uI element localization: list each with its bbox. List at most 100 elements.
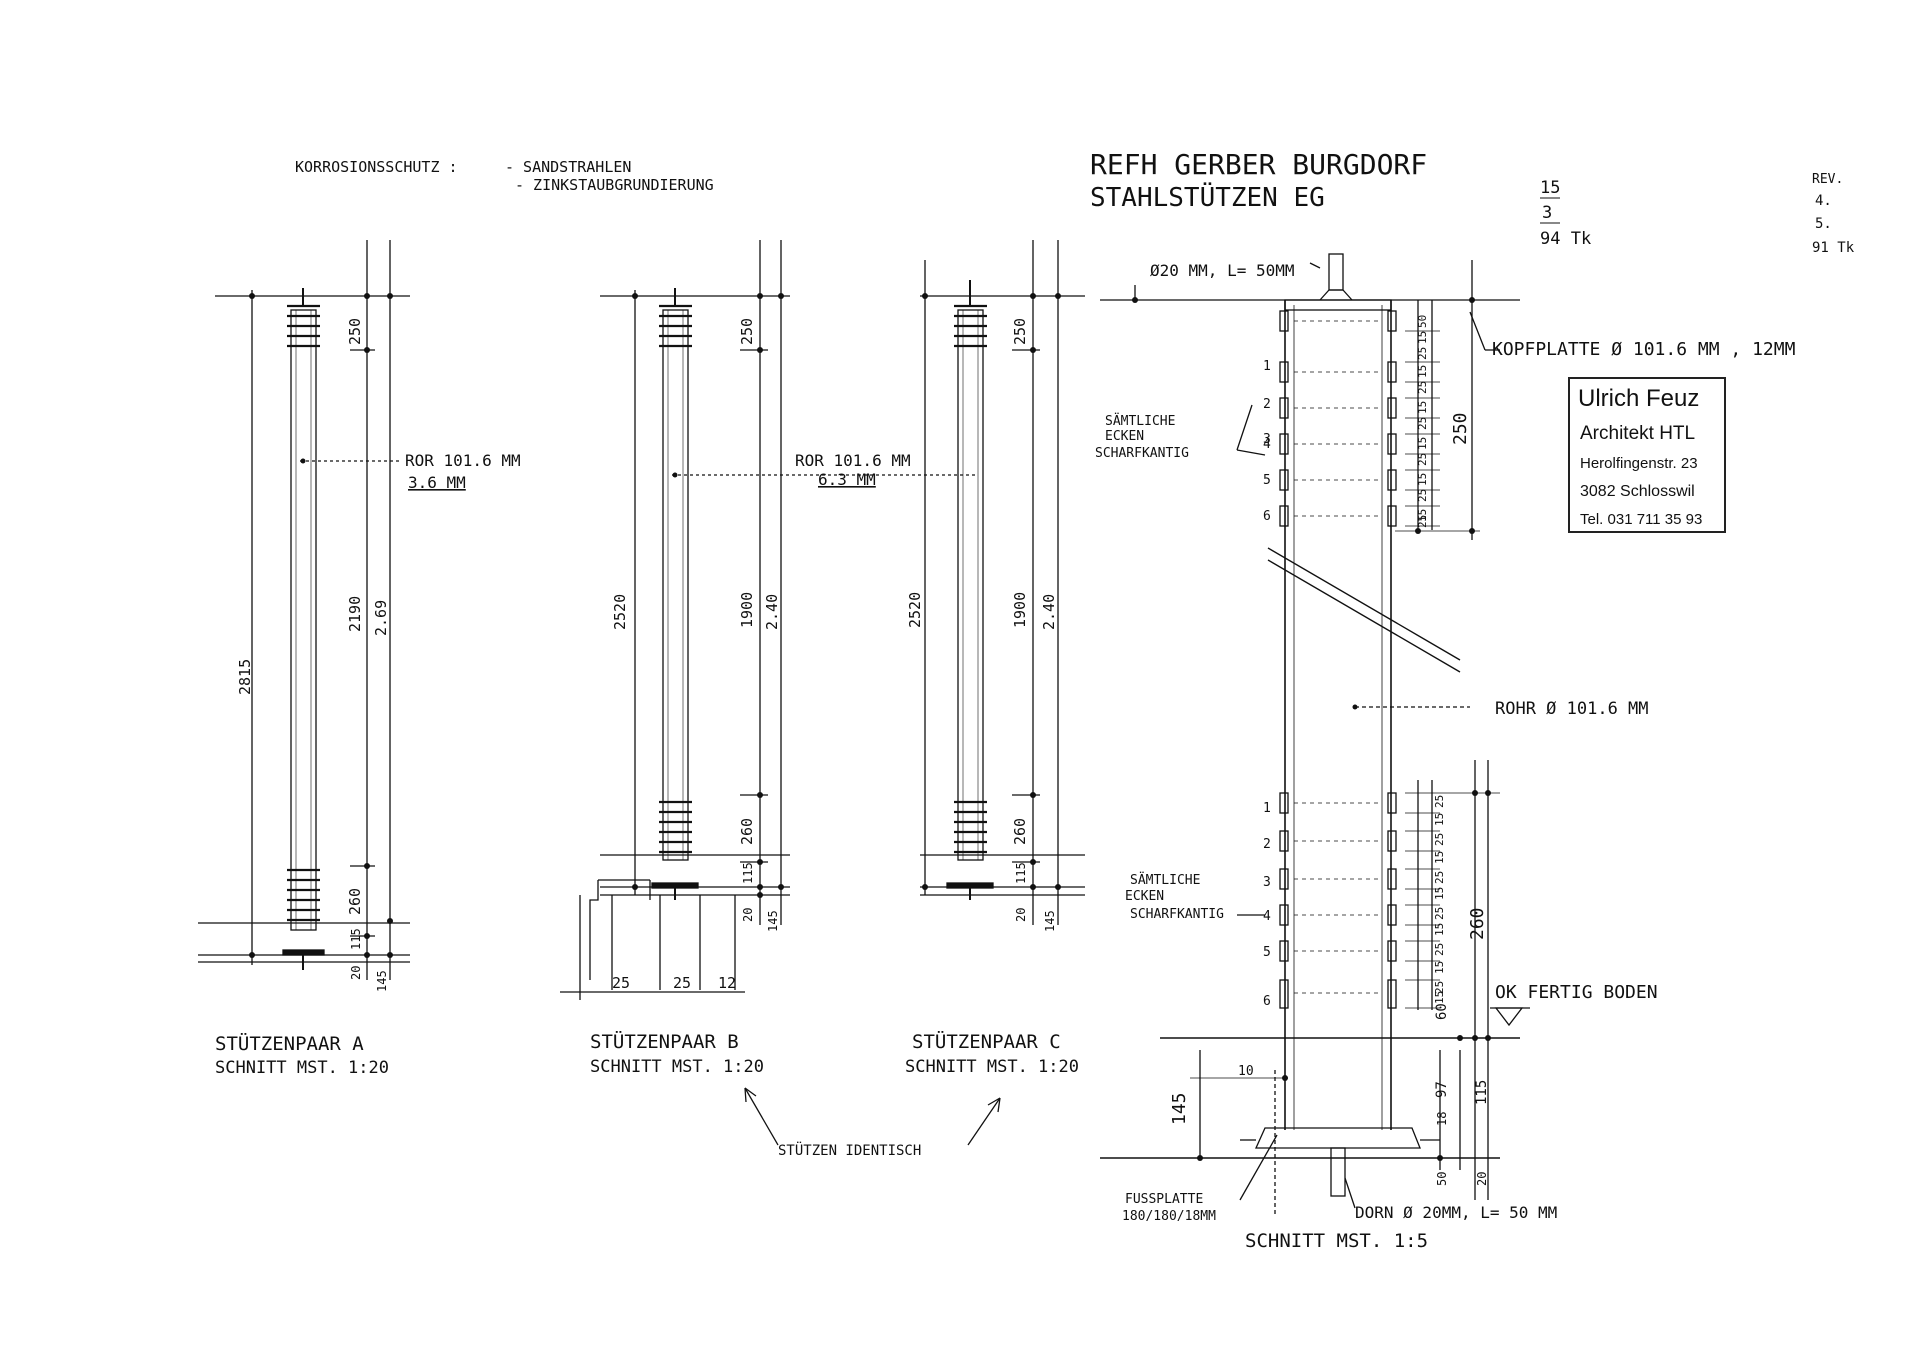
stamp-phone: Tel. 031 711 35 93 xyxy=(1580,511,1703,528)
column-a-dim-mid: 2190 xyxy=(346,596,364,632)
column-c-dim-115: 115 xyxy=(1014,862,1028,884)
column-a-dim-level: 2.69 xyxy=(372,600,390,636)
detail-dimension-top: 25 xyxy=(1416,515,1429,528)
detail-drawing xyxy=(1100,253,1530,1215)
column-a-caption-1: STÜTZENPAAR A xyxy=(215,1032,364,1055)
stamp-street: Herolfingenstr. 23 xyxy=(1580,455,1698,472)
detail-dim-115: 115 xyxy=(1474,1080,1490,1105)
detail-dimension-top: 15 xyxy=(1416,331,1429,344)
detail-floor: OK FERTIG BODEN xyxy=(1495,982,1658,1003)
column-c-caption-1: STÜTZENPAAR C xyxy=(912,1030,1061,1053)
identical-arrows xyxy=(744,1087,1001,1146)
detail-rib-number-top: 6 xyxy=(1263,509,1271,524)
detail-dimension-bottom: 25 xyxy=(1433,795,1446,808)
detail-rib-numbers-top: 1 2 34 5 6 xyxy=(1263,359,1271,524)
detail-rib-number-bottom: 6 xyxy=(1263,994,1271,1009)
column-c-dim-total: 2520 xyxy=(906,592,924,628)
detail-dimension-top: 15 xyxy=(1416,509,1429,522)
column-c-dim-level: 2.40 xyxy=(1040,594,1058,630)
column-b-base-12: 12 xyxy=(718,974,736,992)
detail-rib-number-bottom: 1 xyxy=(1263,801,1271,816)
column-b-dim-145: 145 xyxy=(766,910,780,932)
detail-dimension-top: 25 xyxy=(1416,381,1429,394)
column-b-base-25a: 25 xyxy=(612,974,630,992)
revision-1: 4. xyxy=(1815,193,1832,209)
detail-pipe: ROHR Ø 101.6 MM xyxy=(1495,699,1649,719)
detail-dimension-top: 15 xyxy=(1416,401,1429,414)
detail-dimension-bottom: 15 xyxy=(1433,923,1446,936)
revision-3: 91 Tk xyxy=(1812,240,1855,256)
detail-dimension-bottom: 25 xyxy=(1433,943,1446,956)
detail-dimension-top: 25 xyxy=(1416,417,1429,430)
detail-rib-number-top: 2 xyxy=(1263,397,1271,412)
detail-dim-10: 10 xyxy=(1238,1064,1254,1079)
column-b-base-25b: 25 xyxy=(673,974,691,992)
column-b-caption-2: SCHNITT MST. 1:20 xyxy=(590,1057,764,1077)
stamp-name: Ulrich Feuz xyxy=(1578,385,1700,412)
column-c-caption-2: SCHNITT MST. 1:20 xyxy=(905,1057,1079,1077)
detail-rib-number-bottom: 2 xyxy=(1263,837,1271,852)
corrosion-label: KORROSIONSSCHUTZ : xyxy=(295,158,458,176)
detail-dimension-top: 25 xyxy=(1416,489,1429,502)
detail-dimension-bottom: 25 xyxy=(1433,981,1446,994)
detail-dim-20: 20 xyxy=(1475,1172,1489,1186)
detail-dimension-top: 15 xyxy=(1416,437,1429,450)
column-c-dim-20: 20 xyxy=(1014,908,1028,922)
detail-dim-60: 60 xyxy=(1434,1003,1450,1020)
column-a-drawing xyxy=(198,240,410,980)
detail-rib-number-top: 4 xyxy=(1263,437,1271,452)
detail-corners-top-2: ECKEN xyxy=(1105,429,1144,444)
drawing-title: STAHLSTÜTZEN EG xyxy=(1090,181,1325,213)
detail-dimension-bottom: 15 xyxy=(1433,887,1446,900)
identical-note: STÜTZEN IDENTISCH xyxy=(778,1141,921,1159)
detail-dimension-top: 50 xyxy=(1416,315,1429,328)
column-b-dim-mid: 1900 xyxy=(738,592,756,628)
project-title: REFH GERBER BURGDORF xyxy=(1090,148,1427,181)
column-a-pipe-1: ROR 101.6 MM xyxy=(405,451,521,470)
column-b-dim-top: 250 xyxy=(738,318,756,345)
detail-rib-number-bottom: 4 xyxy=(1263,909,1271,924)
stamp-profession: Architekt HTL xyxy=(1580,423,1696,444)
revision-label: REV. xyxy=(1812,172,1843,187)
detail-pin-bottom: DORN Ø 20MM, L= 50 MM xyxy=(1355,1203,1557,1222)
detail-rib-number-top: 5 xyxy=(1263,473,1271,488)
column-b-dim-115: 115 xyxy=(741,862,755,884)
detail-dim-145: 145 xyxy=(1169,1092,1190,1125)
detail-dimension-top: 25 xyxy=(1416,453,1429,466)
detail-pin-top: Ø20 MM, L= 50MM xyxy=(1150,261,1295,280)
column-c-drawing xyxy=(920,240,1085,925)
column-b-drawing xyxy=(560,240,975,1000)
detail-dim-97: 97 xyxy=(1434,1081,1450,1098)
detail-dimension-bottom: 15 xyxy=(1433,813,1446,826)
column-a-dim-top: 250 xyxy=(346,318,364,345)
detail-rib-number-top: 3 xyxy=(1263,432,1271,447)
column-a-dim-total: 2815 xyxy=(236,659,254,695)
detail-head-plate: KOPFPLATTE Ø 101.6 MM , 12MM xyxy=(1492,339,1796,360)
detail-dimension-top: 15 xyxy=(1416,365,1429,378)
detail-dimension-bottom: 15 xyxy=(1433,961,1446,974)
column-b-dim-bottom: 260 xyxy=(738,818,756,845)
detail-dimension-bottom: 15 xyxy=(1433,851,1446,864)
detail-rib-number-bottom: 3 xyxy=(1263,875,1271,890)
detail-corners-bottom-2: ECKEN xyxy=(1125,889,1164,904)
column-a-dim-115: 115 xyxy=(349,928,363,950)
detail-corners-bottom-1: SÄMTLICHE xyxy=(1130,872,1200,888)
column-c-dim-mid: 1900 xyxy=(1011,592,1029,628)
date-day: 15 xyxy=(1540,178,1560,198)
corrosion-item-2: - ZINKSTAUBGRUNDIERUNG xyxy=(515,176,714,194)
column-a-pipe-2: 3.6 MM xyxy=(408,473,466,492)
column-a-dim-145: 145 xyxy=(375,970,389,992)
detail-dimension-bottom: 15 xyxy=(1433,991,1446,1004)
detail-rib-numbers-bottom: 1 2 3 4 5 6 xyxy=(1263,801,1271,1009)
detail-top-total: 250 xyxy=(1450,412,1471,445)
revision-2: 5. xyxy=(1815,216,1832,232)
detail-rib-number-bottom: 5 xyxy=(1263,945,1271,960)
column-a-dim-20: 20 xyxy=(349,966,363,980)
detail-rib-number-top: 1 xyxy=(1263,359,1271,374)
column-b-dim-level: 2.40 xyxy=(763,594,781,630)
column-c-dim-bottom: 260 xyxy=(1011,818,1029,845)
architect-stamp: Ulrich Feuz Architekt HTL Herolfingenstr… xyxy=(1568,377,1726,533)
column-b-pipe-1: ROR 101.6 MM xyxy=(795,451,911,470)
detail-dim-18: 18 xyxy=(1435,1112,1449,1126)
